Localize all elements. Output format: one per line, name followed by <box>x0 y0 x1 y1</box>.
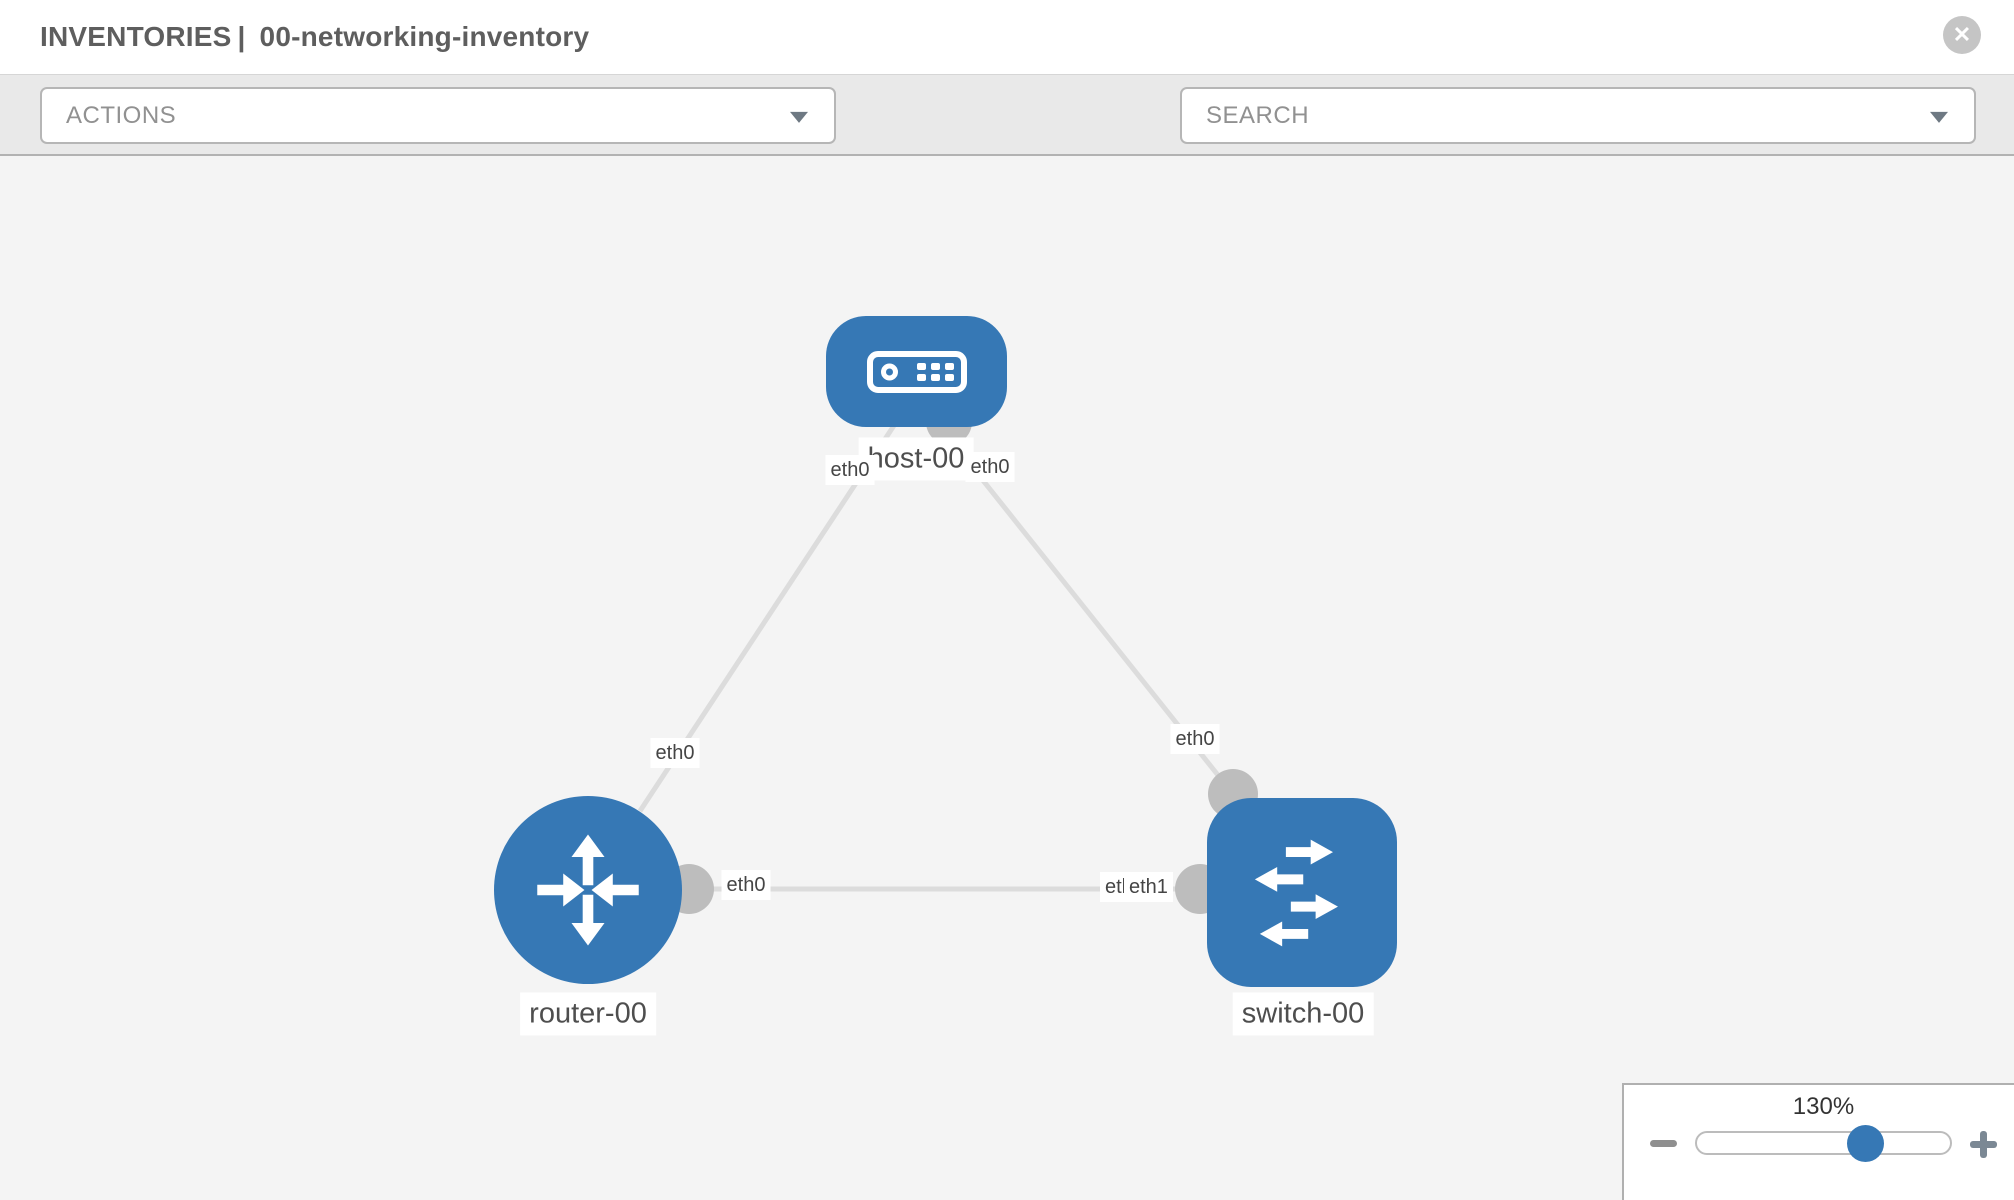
breadcrumb-separator: | <box>237 21 246 52</box>
zoom-slider-track[interactable] <box>1695 1131 1952 1155</box>
toolbar: ACTIONS SEARCH <box>0 74 2014 209</box>
node-host[interactable] <box>826 316 1007 427</box>
search-dropdown[interactable]: SEARCH <box>1180 87 1976 144</box>
zoom-slider-knob[interactable] <box>1847 1125 1884 1162</box>
zoom-in-button[interactable] <box>1970 1131 1997 1158</box>
switch-icon <box>1254 839 1338 946</box>
chevron-down-icon <box>1930 111 1948 123</box>
node-label-switch: switch-00 <box>1232 992 1374 1036</box>
zoom-out-button[interactable] <box>1650 1140 1677 1147</box>
host-icon <box>866 350 967 393</box>
close-button[interactable]: ✕ <box>1943 16 1981 54</box>
interface-label-switch-left-front: eth1 <box>1124 872 1173 902</box>
node-label-router: router-00 <box>520 992 656 1036</box>
search-placeholder: SEARCH <box>1206 101 1310 129</box>
node-label-host: host-00 <box>858 437 974 481</box>
interface-label-host-right: eth0 <box>965 452 1015 482</box>
zoom-panel: 130% <box>1622 1083 2014 1200</box>
interface-label-router-top: eth0 <box>650 738 700 768</box>
interface-label-router-right: eth0 <box>721 870 771 900</box>
node-switch[interactable] <box>1207 798 1397 987</box>
breadcrumb-section: INVENTORIES <box>40 21 232 52</box>
chevron-down-icon <box>790 111 808 123</box>
close-icon: ✕ <box>1952 22 1972 47</box>
interface-label-host-left: eth0 <box>825 455 875 485</box>
header: INVENTORIES| 00-networking-inventory ✕ <box>0 0 2014 74</box>
node-router[interactable] <box>494 796 682 984</box>
actions-dropdown-label: ACTIONS <box>66 101 177 129</box>
interface-label-switch-top: eth0 <box>1170 724 1220 754</box>
topology-canvas[interactable]: host-00 router-00 switch-00 eth0 eth0 et… <box>0 156 2014 1200</box>
router-icon <box>537 834 639 946</box>
actions-dropdown[interactable]: ACTIONS <box>40 87 836 144</box>
topology-links-layer <box>620 399 1258 914</box>
zoom-level: 130% <box>1792 1093 1855 1120</box>
inventory-name: 00-networking-inventory <box>259 21 590 52</box>
page-title: INVENTORIES| 00-networking-inventory <box>40 21 595 53</box>
